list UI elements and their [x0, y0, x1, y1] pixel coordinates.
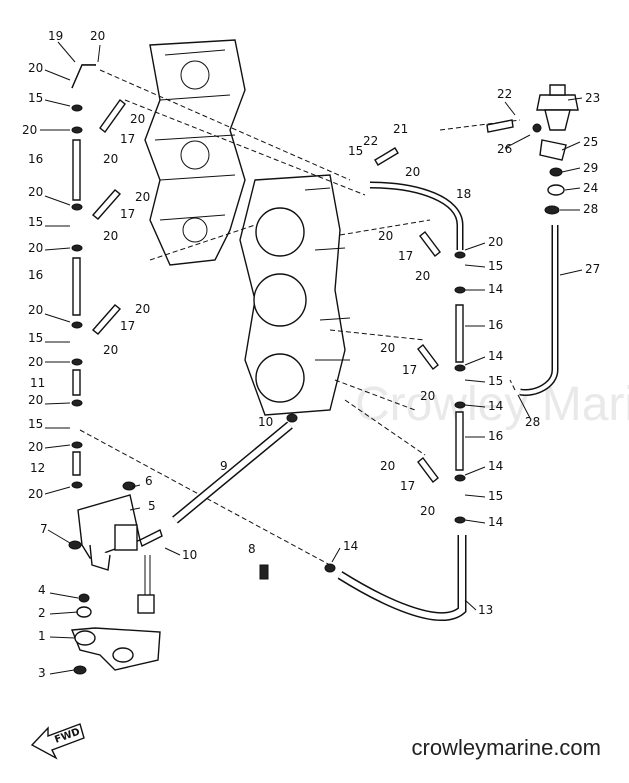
callout-6: 6	[145, 474, 153, 488]
callout-20: 20	[420, 389, 435, 403]
joint-hoses-left	[91, 98, 126, 335]
callout-20: 20	[28, 185, 43, 199]
fwd-arrow: FWD	[30, 723, 85, 760]
callout-8: 8	[248, 542, 256, 556]
callout-24: 24	[583, 181, 598, 195]
callout-15: 15	[28, 331, 43, 345]
callout-4: 4	[38, 583, 46, 597]
callout-14: 14	[488, 282, 503, 296]
callout-27: 27	[585, 262, 600, 276]
callout-10: 10	[182, 548, 197, 562]
callout-1: 1	[38, 629, 46, 643]
callout-20: 20	[28, 303, 43, 317]
callout-20: 20	[28, 355, 43, 369]
fuel-pump	[68, 481, 163, 614]
callout-18: 18	[456, 187, 471, 201]
callout-15: 15	[488, 259, 503, 273]
callout-9: 9	[220, 459, 228, 473]
callout-15: 15	[488, 374, 503, 388]
callout-19: 19	[48, 29, 63, 43]
callout-20: 20	[90, 29, 105, 43]
callout-11: 11	[30, 376, 45, 390]
watermark: Crowley Marine	[355, 378, 629, 431]
callout-20: 20	[103, 343, 118, 357]
callout-22: 22	[497, 87, 512, 101]
callout-13: 13	[478, 603, 493, 617]
callout-20: 20	[22, 123, 37, 137]
callout-20: 20	[28, 61, 43, 75]
callout-16: 16	[488, 318, 503, 332]
callout-25: 25	[583, 135, 598, 149]
callout-28: 28	[525, 415, 540, 429]
callout-20: 20	[103, 229, 118, 243]
callout-20: 20	[420, 504, 435, 518]
callout-5: 5	[148, 499, 156, 513]
callout-16: 16	[488, 429, 503, 443]
callout-17: 17	[402, 363, 417, 377]
callout-2: 2	[38, 606, 46, 620]
callout-15: 15	[348, 144, 363, 158]
callout-17: 17	[120, 319, 135, 333]
callout-20: 20	[380, 459, 395, 473]
callout-20: 20	[28, 241, 43, 255]
callout-20: 20	[28, 440, 43, 454]
right-fuel-lines	[172, 181, 559, 621]
site-url[interactable]: crowleymarine.com	[411, 735, 602, 760]
callout-16: 16	[28, 152, 43, 166]
callout-16: 16	[28, 268, 43, 282]
callout-3: 3	[38, 666, 46, 680]
callout-20: 20	[135, 190, 150, 204]
carburetor-assembly	[239, 174, 351, 416]
callout-20: 20	[28, 393, 43, 407]
callout-22: 22	[363, 134, 378, 148]
callout-20: 20	[415, 269, 430, 283]
callout-20: 20	[488, 235, 503, 249]
callout-26: 26	[497, 142, 512, 156]
intake-manifold	[144, 39, 246, 266]
callout-20: 20	[130, 112, 145, 126]
callout-15: 15	[28, 215, 43, 229]
callout-20: 20	[28, 487, 43, 501]
callout-14: 14	[488, 399, 503, 413]
mount-bracket	[70, 564, 269, 675]
callout-10: 10	[258, 415, 273, 429]
callout-20: 20	[380, 341, 395, 355]
callout-7: 7	[40, 522, 48, 536]
callout-23: 23	[585, 91, 600, 105]
callout-28: 28	[583, 202, 598, 216]
callout-14: 14	[488, 349, 503, 363]
left-clips	[71, 104, 83, 489]
callout-14: 14	[488, 459, 503, 473]
right-clips	[286, 251, 466, 573]
callout-12: 12	[30, 461, 45, 475]
callout-15: 15	[28, 91, 43, 105]
joint-hoses-right	[374, 119, 514, 483]
callout-15: 15	[28, 417, 43, 431]
callout-20: 20	[378, 229, 393, 243]
left-fuel-lines	[71, 64, 96, 476]
callout-17: 17	[120, 207, 135, 221]
callout-21: 21	[393, 122, 408, 136]
callout-17: 17	[120, 132, 135, 146]
pressure-regulator	[532, 84, 579, 215]
callout-17: 17	[400, 479, 415, 493]
callout-20: 20	[103, 152, 118, 166]
leader-lines	[79, 69, 521, 566]
callout-29: 29	[583, 161, 598, 175]
callout-15: 15	[488, 489, 503, 503]
callout-leaders	[40, 41, 583, 675]
callout-14: 14	[343, 539, 358, 553]
callout-14: 14	[488, 515, 503, 529]
callout-20: 20	[405, 165, 420, 179]
callouts: 19 20 20 15 20 16 20 15 20 16 20 15 20 1…	[22, 29, 600, 680]
callout-17: 17	[398, 249, 413, 263]
callout-20: 20	[135, 302, 150, 316]
